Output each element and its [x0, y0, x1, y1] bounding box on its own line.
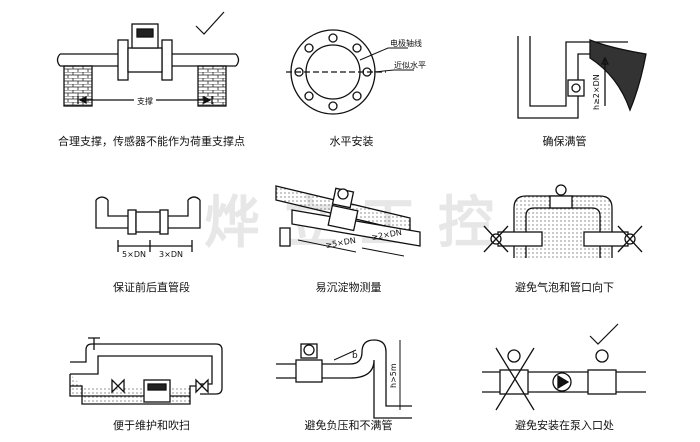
caption-full-pipe: 确保满管 — [542, 135, 587, 148]
dimension-lines — [297, 239, 405, 257]
top-sensor — [549, 195, 573, 209]
display — [136, 28, 154, 38]
dimension-lines — [117, 240, 193, 252]
valve — [195, 378, 209, 394]
bolt-holes — [294, 33, 372, 111]
main-pipe — [69, 374, 200, 405]
caption-pump-inlet: 避免安装在泵入口处 — [515, 419, 614, 432]
panel-pump-inlet — [482, 323, 646, 411]
panel-support — [56, 11, 240, 107]
left-sensor — [497, 231, 543, 247]
electrode-axis-label: 电极轴线 — [390, 38, 422, 48]
approx-horizontal-label: 近似水平 — [394, 60, 426, 70]
dimension-lines — [333, 340, 401, 410]
caption-bypass: 便于维护和吹扫 — [113, 419, 190, 432]
sensor-body — [127, 47, 163, 73]
caption-bubbles: 避免气泡和管口向下 — [515, 281, 614, 294]
pipe-run — [95, 200, 201, 229]
panel-full-pipe — [517, 36, 647, 119]
right-sensor — [583, 231, 629, 247]
check-mark-icon — [589, 323, 619, 345]
cross-icon — [495, 347, 535, 411]
upstream-label: ≥5×DN — [325, 236, 357, 250]
cross-icon — [483, 225, 643, 253]
right-flange — [161, 39, 173, 81]
outlet-flow — [589, 39, 647, 112]
dimension-line — [77, 96, 213, 104]
leader-lines — [359, 47, 414, 73]
upstream-label: 5×DN — [122, 250, 146, 259]
panel-bubbles — [483, 184, 643, 258]
sensor — [143, 379, 171, 403]
sensor — [327, 204, 359, 232]
right-sensor — [587, 369, 617, 395]
check-mark-icon — [195, 11, 225, 35]
height-label: h≥2×DN — [592, 74, 601, 110]
caption-sediment: 易沉淀物测量 — [315, 281, 382, 294]
caption-horizontal: 水平安装 — [329, 135, 374, 148]
valve-top — [88, 337, 100, 350]
sensor — [135, 211, 161, 233]
downstream-label: 3×DN — [159, 250, 183, 259]
bypass-pipe — [70, 343, 223, 395]
caption-support: 合理支撑，传感器不能作为荷重支撑点 — [58, 135, 245, 148]
left-sensor — [499, 369, 529, 395]
panel-sediment — [275, 185, 421, 257]
height-dimension — [600, 56, 610, 106]
panel-straight-runs — [95, 196, 201, 252]
valve — [111, 378, 125, 394]
sensor — [295, 359, 323, 383]
left-flange — [117, 39, 129, 81]
panel-negative-pressure — [276, 339, 412, 419]
sensor — [567, 79, 585, 97]
pipe — [60, 53, 236, 67]
pipe — [276, 339, 412, 419]
b-label: b — [352, 351, 358, 361]
caption-straight-runs: 保证前后直管段 — [113, 281, 190, 294]
panel-bypass — [69, 337, 223, 405]
panel-horizontal — [286, 29, 414, 115]
support-label: 支撑 — [137, 96, 153, 106]
caption-negative-pressure: 避免负压和不满管 — [304, 419, 393, 432]
height-label: h>5m — [389, 363, 398, 388]
